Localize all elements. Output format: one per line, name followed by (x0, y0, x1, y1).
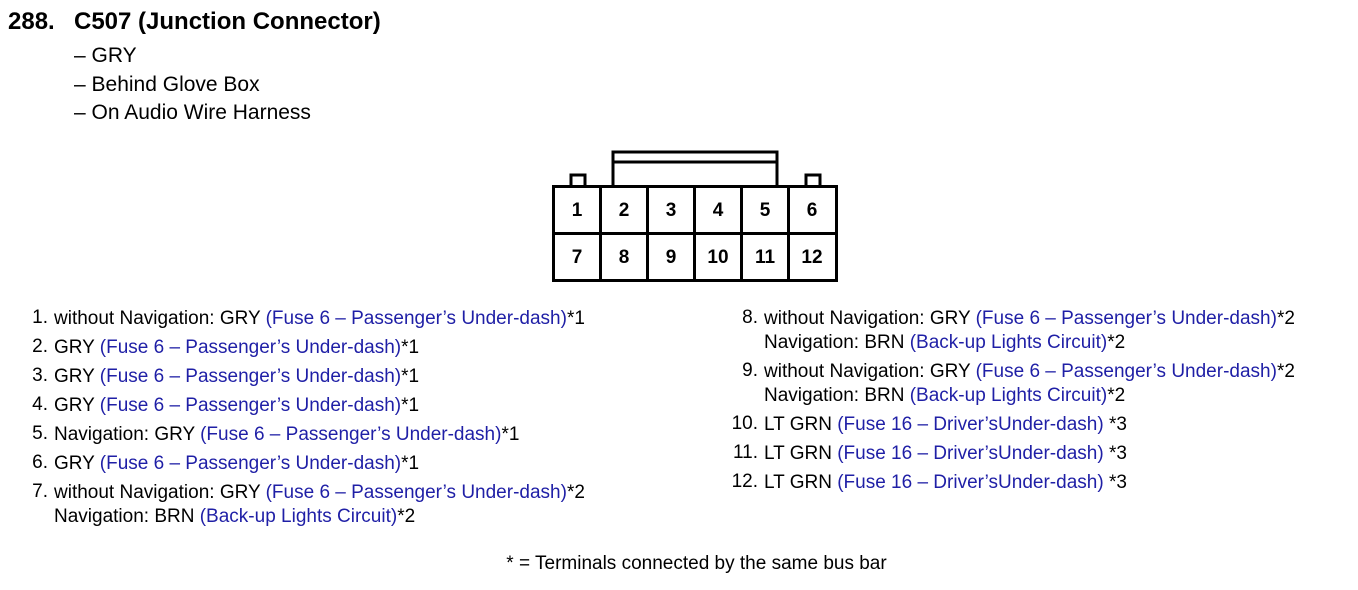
terminal-list-left: 1. without Navigation: GRY (Fuse 6 – Pas… (14, 307, 585, 534)
pin-2: 2 (619, 200, 630, 221)
circuit-reference: (Back-up Lights Circuit) (199, 506, 398, 527)
terminal-number: 11. (732, 442, 758, 463)
detail-harness: – On Audio Wire Harness (74, 101, 311, 124)
pin-8: 8 (619, 247, 630, 268)
terminal-number: 3. (32, 365, 48, 386)
bus-bar-note: *2 (1276, 361, 1295, 382)
wire-info: GRY (54, 395, 100, 416)
terminal-item: 8. without Navigation: GRY (Fuse 6 – Pas… (724, 307, 1295, 355)
wire-info: without Navigation: GRY (764, 361, 976, 382)
bus-bar-note: *1 (401, 337, 420, 358)
bus-bar-footnote: * = Terminals connected by the same bus … (506, 553, 887, 574)
circuit-reference: (Fuse 16 – Driver’sUnder-dash) (837, 472, 1104, 493)
terminal-item: 10. LT GRN (Fuse 16 – Driver’sUnder-dash… (724, 413, 1295, 437)
pin-9: 9 (666, 247, 677, 268)
left-tab (569, 173, 587, 186)
circuit-reference: (Fuse 6 – Passenger’s Under-dash) (975, 361, 1277, 382)
terminal-number: 10. (731, 413, 758, 434)
pin-10: 10 (707, 247, 728, 268)
terminal-number: 1. (32, 307, 48, 328)
wire-info: LT GRN (764, 472, 838, 493)
circuit-reference: (Fuse 16 – Driver’sUnder-dash) (837, 443, 1104, 464)
circuit-reference: (Back-up Lights Circuit) (909, 385, 1108, 406)
bus-bar-note: *3 (1103, 472, 1127, 493)
terminal-number: 12. (731, 471, 758, 492)
terminal-number: 7. (32, 481, 48, 502)
wire-info: Navigation: BRN (764, 332, 910, 353)
bus-bar-note: *3 (1103, 443, 1127, 464)
bus-bar-note: *1 (501, 424, 520, 445)
terminal-item: 1. without Navigation: GRY (Fuse 6 – Pas… (14, 307, 585, 331)
bus-bar-note: *3 (1103, 414, 1127, 435)
right-tab (804, 173, 822, 186)
wire-info: without Navigation: GRY (764, 308, 976, 329)
pin-1: 1 (572, 200, 583, 221)
terminal-item: 3. GRY (Fuse 6 – Passenger’s Under-dash)… (14, 365, 585, 389)
wire-info: without Navigation: GRY (54, 308, 266, 329)
bus-bar-note: *1 (566, 308, 585, 329)
detail-location: – Behind Glove Box (74, 72, 260, 96)
circuit-reference: (Fuse 16 – Driver’sUnder-dash) (837, 414, 1104, 435)
circuit-reference: (Fuse 6 – Passenger’s Under-dash) (99, 366, 402, 387)
circuit-reference: (Fuse 6 – Passenger’s Under-dash) (200, 424, 502, 445)
bus-bar-note: *1 (401, 395, 420, 416)
terminal-number: 9. (742, 360, 758, 381)
terminal-item: 11. LT GRN (Fuse 16 – Driver’sUnder-dash… (724, 442, 1295, 466)
terminal-number: 6. (32, 452, 48, 473)
circuit-reference: (Fuse 6 – Passenger’s Under-dash) (99, 453, 402, 474)
terminal-item: 6. GRY (Fuse 6 – Passenger’s Under-dash)… (14, 452, 585, 476)
wire-info: GRY (54, 366, 100, 387)
circuit-reference: (Fuse 6 – Passenger’s Under-dash) (99, 337, 402, 358)
pin-5: 5 (760, 200, 771, 221)
wire-info: Navigation: BRN (764, 385, 910, 406)
pin-12: 12 (801, 247, 822, 268)
bus-bar-note: *2 (566, 482, 585, 503)
bus-bar-note: *1 (401, 366, 420, 387)
wire-info: Navigation: BRN (54, 506, 200, 527)
connector-title: 288. C507 (Junction Connector) (8, 8, 381, 36)
connector-latch (611, 150, 779, 186)
terminal-item: 12. LT GRN (Fuse 16 – Driver’sUnder-dash… (724, 471, 1295, 495)
pin-4: 4 (713, 200, 724, 221)
circuit-reference: (Fuse 6 – Passenger’s Under-dash) (265, 308, 567, 329)
bus-bar-note: *2 (397, 506, 416, 527)
circuit-reference: (Fuse 6 – Passenger’s Under-dash) (975, 308, 1277, 329)
circuit-reference: (Fuse 6 – Passenger’s Under-dash) (265, 482, 567, 503)
bus-bar-note: *2 (1107, 385, 1126, 406)
circuit-reference: (Fuse 6 – Passenger’s Under-dash) (99, 395, 402, 416)
pin-11: 11 (755, 247, 776, 268)
pin-7: 7 (572, 247, 583, 268)
terminal-number: 2. (32, 336, 48, 357)
bus-bar-note: *1 (401, 453, 420, 474)
bus-bar-note: *2 (1107, 332, 1126, 353)
bus-bar-note: *2 (1276, 308, 1295, 329)
terminal-list-right: 8. without Navigation: GRY (Fuse 6 – Pas… (724, 307, 1295, 500)
wire-info: GRY (54, 337, 100, 358)
terminal-item: 9. without Navigation: GRY (Fuse 6 – Pas… (724, 360, 1295, 408)
terminal-item: 7. without Navigation: GRY (Fuse 6 – Pas… (14, 481, 585, 529)
terminal-item: 2. GRY (Fuse 6 – Passenger’s Under-dash)… (14, 336, 585, 360)
item-number: 288. (8, 8, 55, 35)
connector-name: C507 (Junction Connector) (74, 8, 381, 35)
wire-info: Navigation: GRY (54, 424, 201, 445)
wire-info: without Navigation: GRY (54, 482, 266, 503)
wire-info: LT GRN (764, 443, 838, 464)
terminal-item: 5. Navigation: GRY (Fuse 6 – Passenger’s… (14, 423, 585, 447)
connector-details: – GRY – Behind Glove Box – On Audio Wire… (74, 42, 311, 128)
wire-info: GRY (54, 453, 100, 474)
detail-color: – GRY (74, 44, 137, 67)
wire-info: LT GRN (764, 414, 838, 435)
terminal-number: 5. (32, 423, 48, 444)
pin-3: 3 (666, 200, 677, 221)
terminal-item: 4. GRY (Fuse 6 – Passenger’s Under-dash)… (14, 394, 585, 418)
connector-diagram: 1 2 3 4 5 6 7 8 9 10 11 12 (552, 150, 838, 282)
circuit-reference: (Back-up Lights Circuit) (909, 332, 1108, 353)
terminal-number: 4. (32, 394, 48, 415)
terminal-number: 8. (742, 307, 758, 328)
pin-6: 6 (807, 200, 818, 221)
